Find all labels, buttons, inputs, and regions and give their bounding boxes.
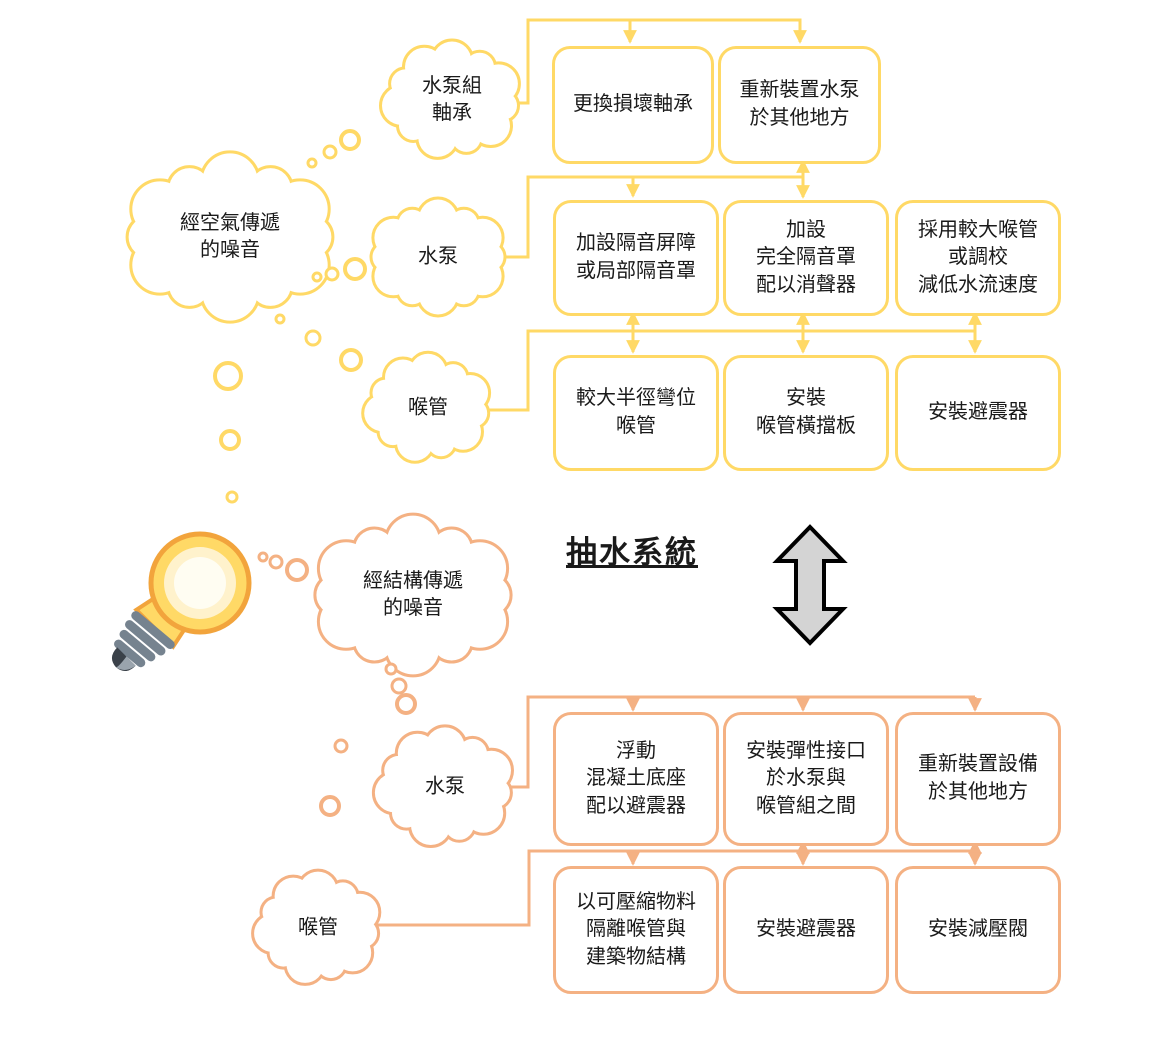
box-floating-base: 浮動 混凝土底座 配以避震器 [553, 712, 719, 846]
box-shock-absorber-airborne: 安裝避震器 [895, 355, 1061, 471]
box-sound-barrier: 加設隔音屏障 或局部隔音罩 [553, 200, 719, 316]
box-flexible-joint: 安裝彈性接口 於水泵與 喉管組之間 [723, 712, 889, 846]
box-full-enclosure: 加設 完全隔音罩 配以消聲器 [723, 200, 889, 316]
lightbulb-icon [111, 531, 252, 672]
box-larger-pipe: 採用較大喉管 或調校 減低水流速度 [895, 200, 1061, 316]
box-relocate-equipment: 重新裝置設備 於其他地方 [895, 712, 1061, 846]
thought-bubbles-structure [257, 551, 417, 817]
cloud-structure-pipe-shape [251, 868, 382, 986]
box-relocate-pump: 重新裝置水泵 於其他地方 [718, 46, 881, 164]
cloud-airborne-bearing-label: 水泵組 軸承 [422, 75, 482, 124]
box-replace-bearing: 更換損壞軸承 [552, 46, 714, 164]
box-large-radius-bend: 較大半徑彎位 喉管 [553, 355, 719, 471]
cloud-airborne-source-label: 經空氣傳遞 的噪音 [180, 212, 280, 261]
cloud-airborne-pump-shape [369, 196, 507, 318]
airborne-connectors [484, 18, 982, 412]
box-shock-absorber-structure: 安裝避震器 [723, 866, 889, 994]
cloud-airborne-pump-label: 水泵 [418, 245, 458, 268]
cloud-structure-pipe-label: 喉管 [298, 916, 338, 939]
box-compressible-isolation: 以可壓縮物料 隔離喉管與 建築物結構 [553, 866, 719, 994]
structure-connectors [374, 695, 982, 927]
diagram-title: 抽水系統 [566, 535, 698, 570]
cloud-airborne-bearing-shape [379, 38, 521, 160]
cloud-structure-pump-shape [371, 724, 514, 848]
box-pressure-relief-valve: 安裝減壓閥 [895, 866, 1061, 994]
up-down-arrow-icon [772, 524, 848, 646]
cloud-structure-pump-label: 水泵 [425, 775, 465, 798]
thought-bubbles-airborne [213, 129, 367, 504]
cloud-airborne-pipe-label: 喉管 [408, 396, 448, 419]
cloud-structure-source-label: 經結構傳遞 的噪音 [363, 570, 463, 619]
cloud-airborne-pipe-shape [361, 350, 492, 464]
box-pipe-baffle: 安裝 喉管橫擋板 [723, 355, 889, 471]
cloud-structure-source-shape [313, 512, 513, 678]
